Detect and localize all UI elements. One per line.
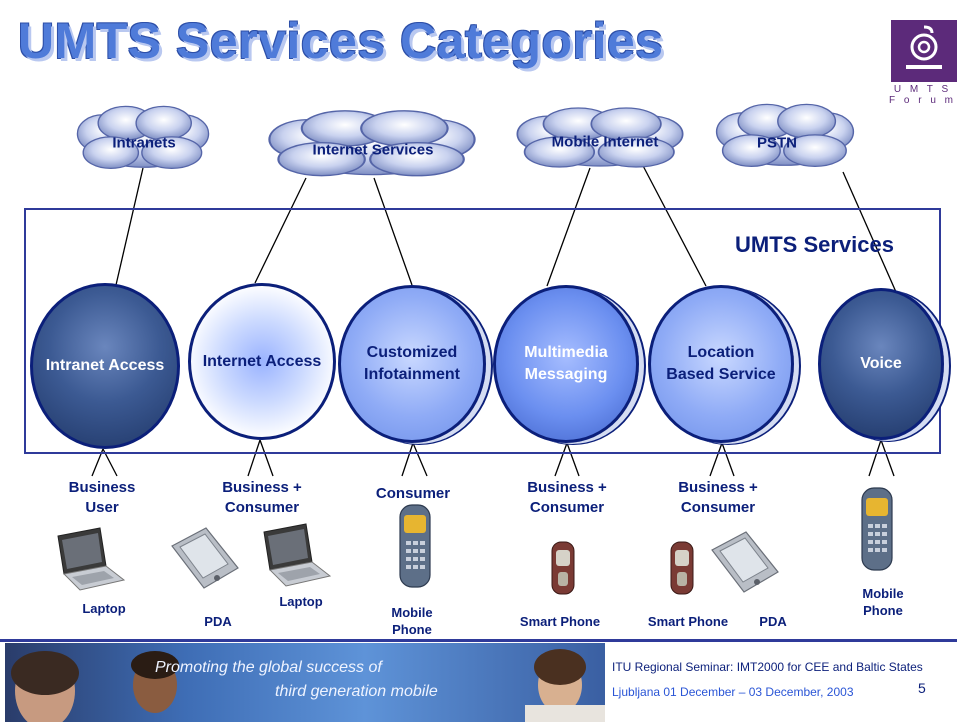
mobile-phone-icon: [399, 504, 431, 588]
device-label: PDA: [759, 614, 787, 629]
cloud-label-mobile-internet: Mobile Internet: [551, 133, 659, 151]
segment-label: Business + Consumer: [527, 479, 607, 516]
device-label: Laptop: [279, 594, 323, 609]
location-date: Ljubljana 01 December – 03 December, 200…: [612, 685, 854, 699]
smart-phone-icon: [670, 541, 694, 595]
device-icons: [57, 487, 893, 595]
service-label: Voice: [860, 355, 902, 372]
footer-divider: [0, 639, 957, 642]
banner-people-image: [11, 649, 605, 722]
page-title: UMTS Services Categories: [18, 13, 664, 69]
device-label: Smart Phone: [519, 614, 601, 629]
seminar-title: ITU Regional Seminar: IMT2000 for CEE an…: [612, 660, 923, 674]
spiral-icon: [906, 25, 942, 69]
banner-text: third generation mobile: [275, 683, 438, 700]
service-internet-access: Internet Access: [188, 283, 336, 440]
segment-label: Business User: [68, 479, 136, 516]
service-location-based-service: Location Based Service: [648, 285, 794, 443]
pda-icon: [171, 527, 239, 589]
service-multimedia-messaging: Multimedia Messaging: [493, 285, 639, 443]
service-label: Location Based Service: [666, 344, 776, 383]
laptop-icon: [57, 527, 125, 591]
cloud-label-intranets: Intranets: [112, 134, 176, 152]
logo-mark: [891, 20, 957, 82]
device-label: Mobile Phone: [862, 586, 904, 618]
umts-services-box: [24, 208, 941, 454]
segment-label: Consumer: [375, 485, 451, 502]
page-number: 5: [918, 680, 926, 696]
device-label: Laptop: [82, 601, 126, 616]
service-voice: Voice: [818, 288, 944, 440]
segment-label: Business + Consumer: [222, 479, 302, 516]
smart-phone-icon: [551, 541, 575, 595]
cloud-label-pstn: PSTN: [756, 134, 798, 152]
umts-services-label: UMTS Services: [735, 232, 894, 257]
device-label: Mobile Phone: [391, 605, 433, 637]
service-label: Internet Access: [202, 352, 322, 370]
service-customized-infotainment: Customized Infotainment: [338, 285, 486, 443]
service-intranet-access: Intranet Access: [30, 283, 180, 449]
mobile-phone-icon: [861, 487, 893, 571]
service-label: Customized Infotainment: [364, 344, 460, 383]
laptop-icon: [263, 523, 331, 587]
pda-icon: [711, 531, 779, 593]
banner-text: Promoting the global success of: [155, 659, 382, 676]
footer-banner: Promoting the global success of third ge…: [5, 643, 605, 722]
service-label: Multimedia Messaging: [524, 344, 608, 383]
segment-label: Business + Consumer: [678, 479, 758, 516]
device-label: Smart Phone: [647, 614, 729, 629]
cloud-label-internet-services: Internet Services: [312, 141, 434, 159]
device-label: PDA: [204, 614, 232, 629]
service-label: Intranet Access: [45, 357, 165, 374]
